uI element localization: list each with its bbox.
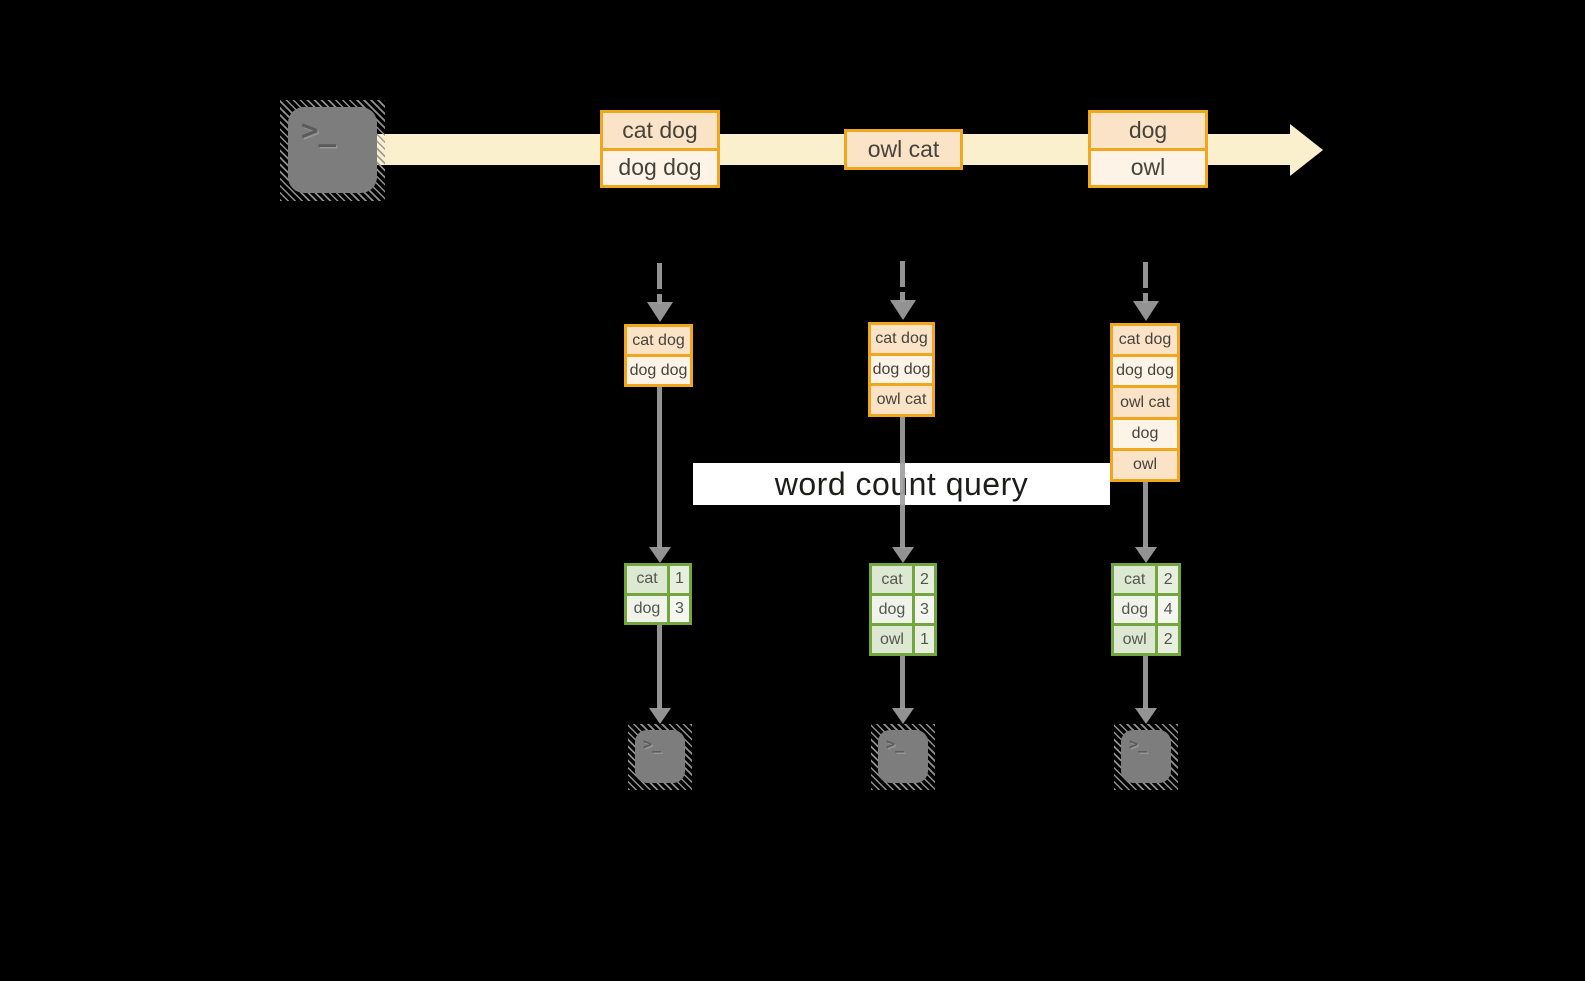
count-word-cell: cat	[1114, 566, 1156, 593]
sink-terminal-icon-3: >_	[1114, 724, 1178, 790]
buffer-record: owl cat	[1113, 385, 1177, 417]
count-word-cell: owl	[872, 626, 912, 653]
query-arrowhead-icon	[649, 547, 671, 563]
buffer-record: cat dog	[871, 325, 932, 353]
count-value-cell: 1	[911, 626, 934, 653]
buffer-record: dog dog	[627, 354, 690, 384]
stream-record: dog	[1091, 113, 1205, 148]
sink-terminal-icon-2: >_	[871, 724, 935, 790]
stream-record: cat dog	[603, 113, 717, 148]
ingest-dashed-arrow-2	[900, 261, 905, 287]
buffer-record: dog dog	[871, 352, 932, 384]
terminal-prompt-icon: >_	[1129, 735, 1148, 753]
count-table-3: cat 2 dog 4 owl 2	[1111, 563, 1181, 656]
ingest-dashed-arrow-3	[1143, 262, 1148, 288]
buffer-record: owl cat	[871, 383, 932, 415]
buffer-stack-1: cat dog dog dog	[624, 324, 693, 387]
count-value-cell: 3	[666, 595, 689, 622]
buffer-record: cat dog	[627, 327, 690, 354]
buffer-record: dog	[1113, 416, 1177, 448]
count-table-2: cat 2 dog 3 owl 1	[869, 563, 937, 656]
terminal-prompt-icon: >_	[643, 735, 662, 753]
query-arrow-1	[657, 387, 662, 548]
stream-record: owl	[1091, 147, 1205, 185]
query-arrowhead-icon	[892, 547, 914, 563]
terminal-body: >_	[288, 107, 377, 193]
output-arrow-1	[657, 625, 662, 709]
stream-batch-2: owl cat	[844, 129, 963, 170]
count-row: owl 2	[1114, 623, 1178, 653]
terminal-body: >_	[1121, 730, 1171, 783]
stream-record: dog dog	[603, 147, 717, 185]
count-value-cell: 4	[1155, 596, 1178, 623]
count-word-cell: cat	[627, 566, 667, 593]
terminal-prompt-icon: >_	[886, 735, 905, 753]
stream-record: owl cat	[847, 132, 960, 167]
ingest-dashed-arrow-1	[657, 263, 662, 289]
terminal-prompt-icon: >_	[301, 113, 336, 147]
ingest-arrowhead-icon	[1133, 301, 1159, 321]
count-value-cell: 2	[911, 566, 934, 593]
count-row: owl 1	[872, 623, 934, 653]
query-arrow-2	[900, 417, 905, 548]
count-word-cell: dog	[627, 595, 667, 622]
ingest-arrowhead-icon	[890, 300, 916, 320]
count-value-cell: 2	[1155, 626, 1178, 653]
terminal-body: >_	[635, 730, 685, 783]
source-terminal-icon: >_	[280, 100, 385, 201]
buffer-record: dog dog	[1113, 354, 1177, 386]
count-value-cell: 3	[911, 596, 934, 623]
count-word-cell: dog	[1114, 596, 1156, 623]
buffer-stack-3: cat dog dog dog owl cat dog owl	[1110, 323, 1180, 482]
count-row: dog 3	[627, 592, 689, 622]
terminal-body: >_	[878, 730, 928, 783]
output-arrow-3	[1143, 656, 1148, 709]
stream-arrowhead-icon	[1290, 124, 1323, 176]
ingest-arrowhead-icon	[647, 302, 673, 322]
count-row: dog 4	[1114, 593, 1178, 623]
sink-terminal-icon-1: >_	[628, 724, 692, 790]
count-word-cell: cat	[872, 566, 912, 593]
stream-batch-1: cat dog dog dog	[600, 110, 720, 188]
output-arrowhead-icon	[892, 708, 914, 724]
query-arrow-3	[1143, 482, 1148, 548]
buffer-record: cat dog	[1113, 326, 1177, 355]
count-row: cat 2	[872, 566, 934, 593]
query-arrowhead-icon	[1135, 547, 1157, 563]
output-arrow-2	[900, 656, 905, 709]
buffer-stack-2: cat dog dog dog owl cat	[868, 322, 935, 417]
count-row: cat 1	[627, 566, 689, 593]
output-arrowhead-icon	[1135, 708, 1157, 724]
ingest-dashed-arrow-3	[1143, 293, 1148, 303]
ingest-dashed-arrow-2	[900, 292, 905, 302]
count-row: dog 3	[872, 593, 934, 623]
count-value-cell: 1	[666, 566, 689, 593]
count-row: cat 2	[1114, 566, 1178, 593]
count-word-cell: dog	[872, 596, 912, 623]
output-arrowhead-icon	[649, 708, 671, 724]
stream-batch-3: dog owl	[1088, 110, 1208, 188]
ingest-dashed-arrow-1	[657, 294, 662, 304]
count-value-cell: 2	[1155, 566, 1178, 593]
count-table-1: cat 1 dog 3	[624, 563, 692, 625]
buffer-record: owl	[1113, 447, 1177, 480]
count-word-cell: owl	[1114, 626, 1156, 653]
